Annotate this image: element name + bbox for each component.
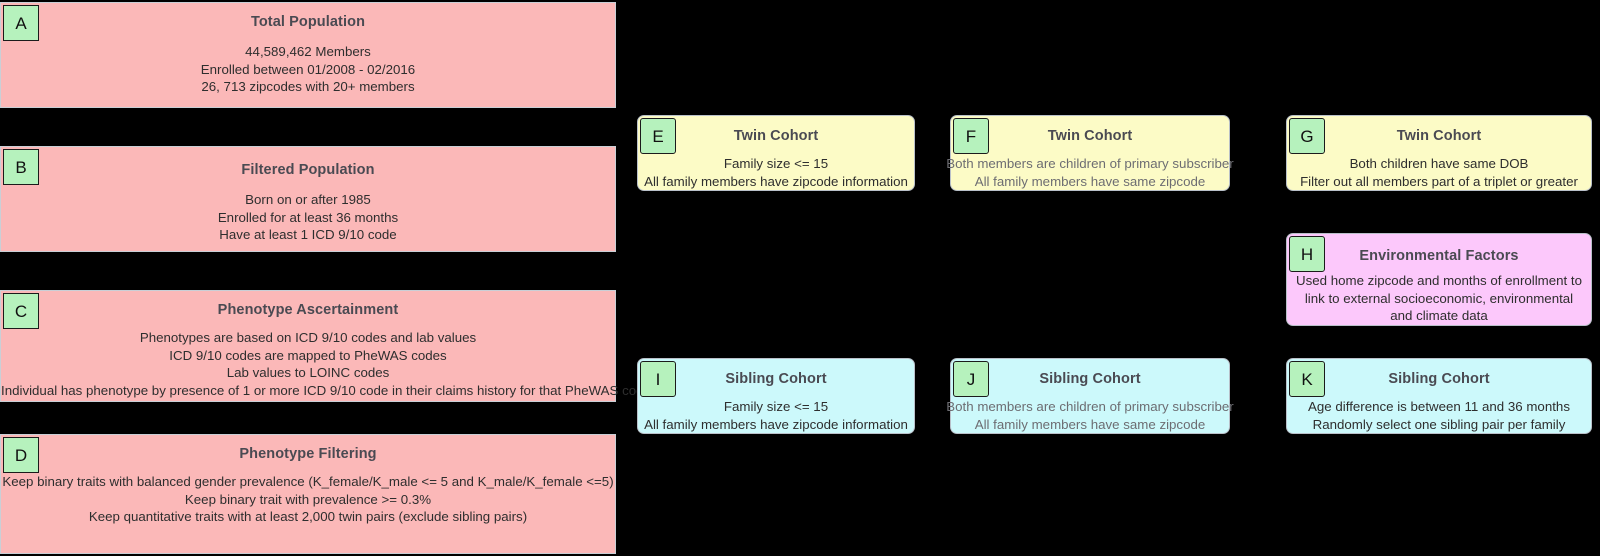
panel-line: Used home zipcode and months of enrollme…	[1295, 273, 1583, 323]
panel-badge-e: E	[640, 118, 676, 154]
panel-title-f: Twin Cohort	[1047, 128, 1133, 144]
panel-title-h: Environmental Factors	[1359, 248, 1519, 264]
panel-line: Keep binary traits with balanced gender …	[2, 474, 614, 489]
panel-body-f: Both members are children of primary sub…	[939, 155, 1241, 190]
panel-phenotype-filtering: D Phenotype Filtering Keep binary traits…	[0, 434, 616, 554]
panel-body-b: Born on or after 1985 Enrolled for at le…	[1, 191, 615, 244]
panel-line: Randomly select one sibling pair per fam…	[1312, 416, 1566, 432]
panel-environmental-factors: H Environmental Factors Used home zipcod…	[1286, 233, 1592, 326]
panel-body-e: Family size <= 15 All family members hav…	[638, 155, 914, 190]
panel-line: Family size <= 15	[723, 156, 829, 171]
panel-twin-cohort-g: G Twin Cohort Both children have same DO…	[1286, 115, 1592, 191]
panel-twin-cohort-e: E Twin Cohort Family size <= 15 All fami…	[637, 115, 915, 191]
panel-line: Enrolled between 01/2008 - 02/2016	[200, 61, 416, 77]
panel-line: Born on or after 1985	[245, 192, 371, 207]
panel-line: 44,589,462 Members	[245, 44, 371, 59]
panel-line: Keep binary trait with prevalence >= 0.3…	[184, 491, 432, 507]
panel-line: Both members are children of primary sub…	[946, 399, 1234, 414]
panel-body-h: Used home zipcode and months of enrollme…	[1287, 272, 1591, 325]
panel-title-a: Total Population	[250, 14, 366, 30]
panel-badge-d: D	[3, 437, 39, 473]
panel-filtered-population: B Filtered Population Born on or after 1…	[0, 146, 616, 252]
panel-badge-h: H	[1289, 236, 1325, 272]
panel-title-d: Phenotype Filtering	[239, 446, 377, 462]
panel-badge-k: K	[1289, 361, 1325, 397]
panel-phenotype-ascertainment: C Phenotype Ascertainment Phenotypes are…	[0, 290, 651, 402]
panel-line: Individual has phenotype by presence of …	[1, 382, 651, 398]
panel-badge-g: G	[1289, 118, 1325, 154]
panel-total-population: A Total Population 44,589,462 Members En…	[0, 2, 616, 108]
panel-title-k: Sibling Cohort	[1388, 371, 1490, 387]
panel-title-b: Filtered Population	[241, 162, 375, 178]
panel-line: Have at least 1 ICD 9/10 code	[219, 227, 397, 242]
panel-line: All family members have zipcode informat…	[644, 173, 908, 189]
panel-body-a: 44,589,462 Members Enrolled between 01/2…	[1, 43, 615, 96]
panel-line: Both children have same DOB	[1349, 156, 1529, 171]
panel-title-j: Sibling Cohort	[1039, 371, 1141, 387]
panel-sibling-cohort-j: J Sibling Cohort Both members are childr…	[946, 358, 1234, 434]
panel-line: Keep quantitative traits with at least 2…	[88, 509, 528, 524]
panel-line: All family members have zipcode informat…	[644, 416, 908, 432]
panel-body-d: Keep binary traits with balanced gender …	[1, 473, 615, 526]
panel-title-e: Twin Cohort	[733, 128, 819, 144]
panel-badge-i: I	[640, 361, 676, 397]
panel-body-i: Family size <= 15 All family members hav…	[638, 398, 914, 433]
panel-twin-cohort-f: F Twin Cohort Both members are children …	[946, 115, 1234, 191]
panel-sibling-cohort-k: K Sibling Cohort Age difference is betwe…	[1286, 358, 1592, 434]
panel-line: Filter out all members part of a triplet…	[1300, 173, 1578, 189]
panel-badge-a: A	[3, 5, 39, 41]
panel-line: 26, 713 zipcodes with 20+ members	[201, 79, 415, 94]
panel-line: ICD 9/10 codes are mapped to PheWAS code…	[169, 347, 447, 363]
panel-badge-f: F	[953, 118, 989, 154]
panel-badge-c: C	[3, 293, 39, 329]
panel-title-g: Twin Cohort	[1396, 128, 1482, 144]
panel-badge-j: J	[953, 361, 989, 397]
panel-line: Both members are children of primary sub…	[946, 156, 1234, 171]
panel-badge-b: B	[3, 149, 39, 185]
panel-line: Enrolled for at least 36 months	[217, 209, 399, 225]
panel-title-i: Sibling Cohort	[725, 371, 827, 387]
panel-line: Family size <= 15	[723, 399, 829, 414]
panel-body-j: Both members are children of primary sub…	[939, 398, 1241, 433]
panel-body-k: Age difference is between 11 and 36 mont…	[1287, 398, 1591, 433]
panel-line: All family members have same zipcode	[974, 173, 1206, 189]
panel-line: All family members have same zipcode	[974, 416, 1206, 432]
panel-body-g: Both children have same DOB Filter out a…	[1287, 155, 1591, 190]
panel-line: Phenotypes are based on ICD 9/10 codes a…	[139, 330, 477, 345]
panel-title-c: Phenotype Ascertainment	[217, 302, 399, 318]
panel-line: Age difference is between 11 and 36 mont…	[1308, 399, 1570, 414]
panel-line: Lab values to LOINC codes	[226, 365, 390, 380]
panel-body-c: Phenotypes are based on ICD 9/10 codes a…	[1, 329, 651, 399]
panel-sibling-cohort-i: I Sibling Cohort Family size <= 15 All f…	[637, 358, 915, 434]
